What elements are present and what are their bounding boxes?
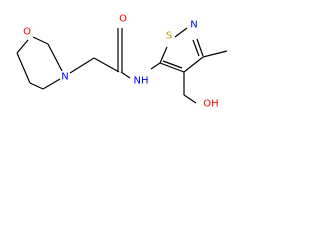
bond-cooh-oh [183,94,197,104]
atom-carbonyl-oxygen: O [119,14,127,25]
bond-n-c3-double [192,39,200,57]
bond-c3-methyl [202,50,228,58]
bond-c3-c4 [183,56,204,73]
atom-ring-nitrogen: N [61,72,68,83]
bond-c5-s [159,46,168,64]
bond-morpholine-4 [42,78,61,90]
bond-morpholine-2 [32,36,49,45]
atom-thiazole-nitrogen: N [190,20,197,31]
bond-morpholine-3 [47,43,63,72]
bond-morpholine-6 [16,52,31,84]
atom-ring-oxygen: O [23,27,31,38]
atom-acid-oh: OH [203,99,218,110]
bond-c4-c5 [159,62,185,73]
bond-s-n [174,27,188,38]
molecule-canvas: O N O NH S N OH [0,0,241,122]
atom-amide-nh: NH [134,76,149,87]
bond-morpholine-5 [29,82,44,90]
bond-c4-c5-double [162,60,183,69]
bond-nh-c5 [150,62,161,70]
bond-ch2-co [93,57,120,73]
structure-diagram: O N O NH S N OH [16,14,228,110]
bond-morpholine-1 [16,39,29,54]
bond-co-nh [120,71,131,79]
bond-n-ch2 [69,57,95,74]
bond-n-c3 [196,38,204,57]
atom-thiazole-sulfur: S [166,31,172,42]
